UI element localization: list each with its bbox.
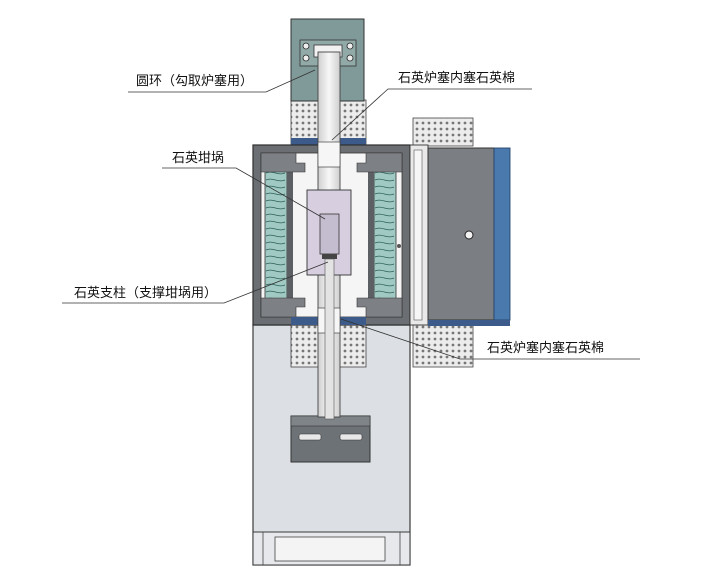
quartz-support-post (324, 258, 335, 420)
heater-coil-left (264, 162, 293, 306)
label-plug-top: 石英炉塞内塞石英棉 (398, 71, 516, 86)
knob (464, 230, 474, 240)
door-latch (397, 244, 401, 248)
quartz-crucible (319, 213, 340, 255)
label-ring: 圆环（勾取炉塞用） (136, 74, 254, 89)
heater-coil-right (368, 162, 397, 306)
quartz-plug-top (317, 141, 341, 168)
control-panel-side (493, 147, 511, 321)
label-plug-bottom: 石英炉塞内塞石英棉 (487, 341, 605, 356)
label-crucible: 石英坩埚 (172, 151, 225, 166)
control-panel (427, 147, 495, 321)
label-support: 石英支柱（支撑坩埚用） (74, 286, 218, 301)
side-perforated-panel-top (412, 117, 474, 147)
side-perforated-panel-bottom (412, 324, 474, 368)
leader-lines (62, 69, 640, 360)
mounting-bolt (302, 42, 310, 50)
